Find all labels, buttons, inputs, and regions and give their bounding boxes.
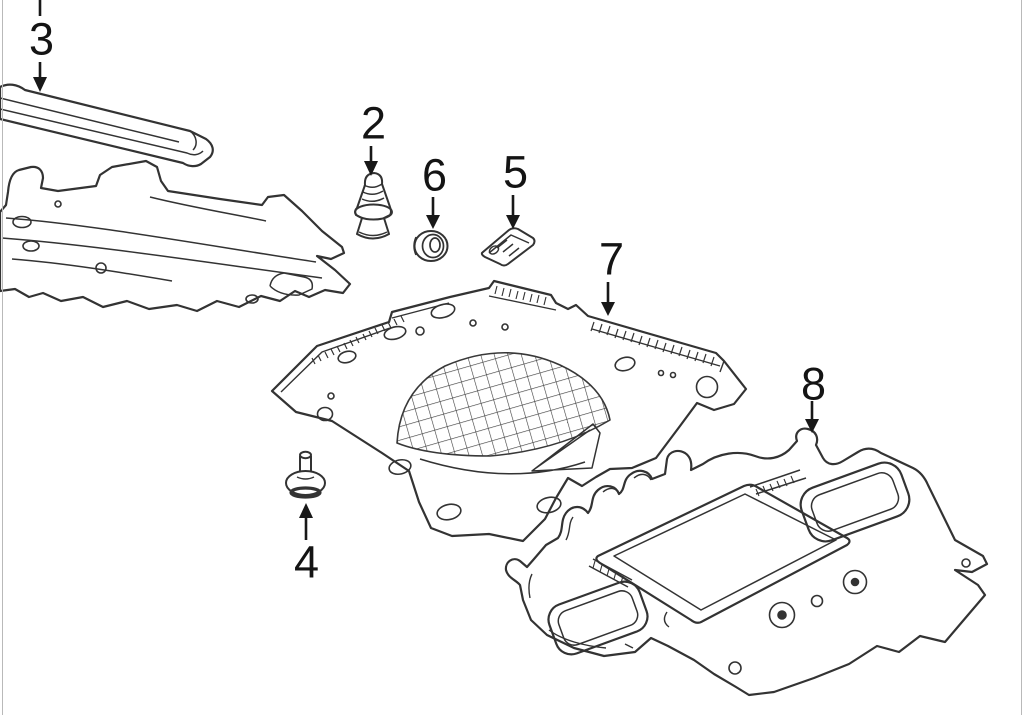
splash-shield-flange-hatch (590, 321, 715, 367)
part-front-shield (0, 159, 352, 313)
part-8-rear-shield (504, 427, 989, 697)
callout-label-6: 6 (421, 149, 447, 201)
callout-arrowhead-3 (33, 77, 47, 92)
splash-shield-edge-echo (280, 295, 725, 393)
front-shield-holes (12, 200, 259, 304)
callout-label-2: 2 (360, 97, 386, 149)
rear-shield-ramp-hatch (592, 475, 795, 584)
part-7-splash-shield (270, 279, 748, 543)
rear-shield-hole-right (799, 461, 911, 543)
rear-shield-hole-left-inner (557, 590, 639, 646)
bolt-washer-neck (296, 476, 315, 480)
callout-arrowhead-4 (299, 503, 313, 518)
grommet-mid (421, 233, 445, 259)
strip-fold-lines (0, 97, 204, 156)
part-3-strip (0, 83, 214, 168)
callout-label-7: 7 (598, 233, 624, 285)
splash-shield-rib-lines (419, 423, 601, 475)
callout-label-4: 4 (293, 536, 319, 588)
rear-shield-edge-echoes (528, 473, 670, 649)
splash-shield-edge-hatch (311, 315, 405, 365)
callout-arrowhead-8 (805, 419, 819, 433)
grommet-hole (429, 237, 441, 253)
callout-arrowhead-7 (601, 302, 615, 316)
clip-hole (488, 245, 500, 255)
strip-outline (0, 83, 214, 168)
front-shield-outline (0, 159, 352, 313)
part-2-rivet (354, 172, 393, 240)
part-4-bolt (285, 450, 326, 499)
rivet-ribs (358, 183, 388, 237)
mesh-vent-grid (396, 351, 611, 457)
rivet-flange (354, 203, 393, 221)
splash-shield-tab-hatch (494, 285, 547, 306)
clip-fold (488, 234, 530, 257)
rear-shield-hole-right-inner (810, 472, 900, 532)
callout-arrowhead-2 (364, 161, 378, 176)
rear-shield-center-panel-inner (613, 493, 837, 611)
grommet-rim (413, 236, 417, 256)
rear-shield-grommets (728, 558, 971, 675)
part-5-clip (480, 227, 536, 267)
callout-arrowhead-5 (506, 215, 520, 229)
rear-shield-outline (504, 427, 989, 697)
rear-shield-ramp-lines (588, 469, 807, 588)
part-6-grommet (413, 230, 449, 262)
callout-label-3: 3 (28, 13, 54, 65)
callout-arrowhead-6 (426, 215, 440, 229)
callout-label-5: 5 (502, 146, 528, 198)
rear-shield-hole-left (547, 580, 649, 656)
splash-shield-holes (316, 303, 719, 521)
bolt-washer-base (289, 486, 322, 499)
clip-body (480, 227, 536, 267)
bolt-shank-top (299, 450, 312, 460)
callout-label-8: 8 (800, 358, 826, 410)
front-shield-contours (1, 196, 323, 296)
callout-arrows (33, 0, 819, 540)
